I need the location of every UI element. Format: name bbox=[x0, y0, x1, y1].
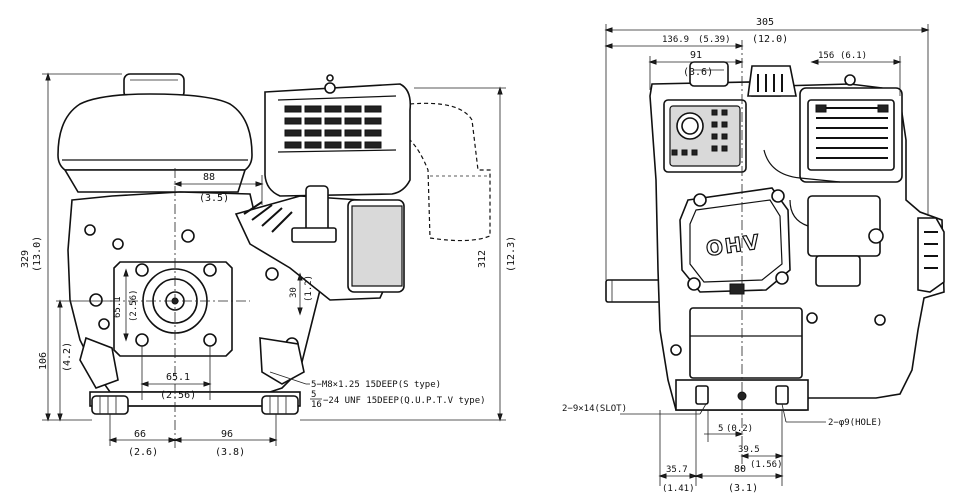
fuel-tank bbox=[57, 93, 253, 171]
dim-156-in: (6.1) bbox=[840, 51, 867, 61]
dim-305: 305 bbox=[756, 17, 774, 28]
note-fraction-denominator: 16 bbox=[311, 400, 322, 410]
note-s-type: 5−M8×1.25 15DEEP(S type) bbox=[311, 380, 441, 390]
dim-357: 35.7 bbox=[666, 465, 688, 475]
dim-651-v: 65.1 bbox=[113, 296, 123, 318]
dim-30: 30 bbox=[289, 287, 299, 298]
dim-1369-in: (5.39) bbox=[698, 35, 731, 45]
dim-96-in: (3.8) bbox=[215, 447, 245, 458]
dim-106: 106 bbox=[38, 352, 49, 370]
dim-156: 156 bbox=[818, 51, 834, 61]
right-dimensions bbox=[604, 24, 930, 486]
output-shaft bbox=[605, 279, 663, 303]
note-q-type: −24 UNF 15DEEP(Q.U.P.T.V type) bbox=[323, 396, 486, 406]
dim-80-in: (3.1) bbox=[728, 483, 758, 494]
dim-651-h: 65.1 bbox=[166, 372, 190, 383]
dim-1369: 136.9 bbox=[662, 35, 689, 45]
dim-312-in: (12.3) bbox=[506, 236, 517, 272]
dim-30-in: (1.2) bbox=[304, 275, 314, 302]
dim-357-in: (1.41) bbox=[662, 484, 695, 494]
muffler bbox=[409, 102, 491, 242]
dim-66: 66 bbox=[134, 429, 146, 440]
dim-5: 5 bbox=[718, 424, 723, 434]
dim-312: 312 bbox=[477, 250, 488, 268]
ohv-valve-cover: OHV bbox=[679, 187, 791, 295]
left-dimensions bbox=[42, 72, 506, 446]
hole-note: 2−φ9(HOLE) bbox=[828, 418, 882, 428]
dim-329-in: (13.0) bbox=[32, 236, 43, 272]
slot-note: 2−9×14(SLOT) bbox=[562, 404, 627, 414]
recoil-housing bbox=[663, 99, 747, 173]
dim-91: 91 bbox=[690, 50, 702, 61]
dim-66-in: (2.6) bbox=[128, 447, 158, 458]
cylinder bbox=[234, 185, 405, 301]
dim-88: 88 bbox=[203, 172, 215, 183]
dim-395-in: (1.56) bbox=[750, 460, 783, 470]
right-engine-view: OHV bbox=[562, 17, 945, 494]
right-air-cleaner bbox=[799, 74, 903, 183]
dim-91-in: (3.6) bbox=[683, 67, 713, 78]
dim-329: 329 bbox=[20, 250, 31, 268]
dim-106-in: (4.2) bbox=[62, 342, 73, 372]
note-fraction-numerator: 5 bbox=[311, 390, 316, 400]
dim-96: 96 bbox=[221, 429, 233, 440]
dim-80: 80 bbox=[734, 464, 746, 475]
base-feet bbox=[89, 391, 301, 415]
dim-88-in: (3.5) bbox=[199, 193, 229, 204]
dim-395: 39.5 bbox=[738, 445, 760, 455]
dim-5-in: (0.2) bbox=[726, 424, 753, 434]
dim-651-h-in: (2.56) bbox=[160, 390, 196, 401]
dim-305-in: (12.0) bbox=[752, 34, 788, 45]
left-engine-view: 88 (3.5) 329 (13.0) 312 (12.3) 106 (4.2)… bbox=[20, 72, 517, 458]
air-cleaner bbox=[264, 74, 412, 197]
dim-651-v-in: (2.56) bbox=[129, 289, 139, 322]
